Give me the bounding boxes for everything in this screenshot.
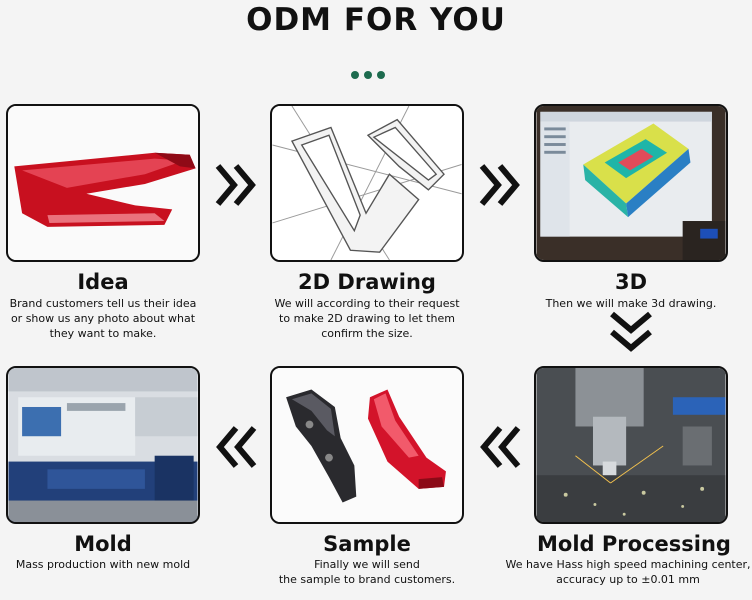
chevron-double-right-icon <box>479 164 520 206</box>
sample-image <box>270 366 464 524</box>
machining-image <box>534 366 728 524</box>
idea-image <box>6 104 200 262</box>
chevron-double-right-icon <box>215 164 256 206</box>
step-description: Mass production with new mold <box>15 558 191 571</box>
chevron-double-left-icon <box>216 426 257 468</box>
step-label: Mold <box>74 532 132 556</box>
step-label: Idea <box>77 270 129 294</box>
step-label: Sample <box>323 532 411 556</box>
step-label: 2D Drawing <box>298 270 436 294</box>
mold-image <box>6 366 200 524</box>
chevron-double-down-icon <box>610 311 652 352</box>
title-dots <box>351 64 391 79</box>
step-label: 3D <box>614 270 648 294</box>
step-label: Mold Processing <box>537 532 731 556</box>
drawing-image <box>270 104 464 262</box>
page-title: ODM FOR YOU <box>246 2 506 38</box>
chevron-double-left-icon <box>480 426 521 468</box>
step-description: We have Hass high speed machining center… <box>505 558 751 586</box>
step-description: Then we will make 3d drawing. <box>545 297 717 310</box>
cad-image <box>534 104 728 262</box>
